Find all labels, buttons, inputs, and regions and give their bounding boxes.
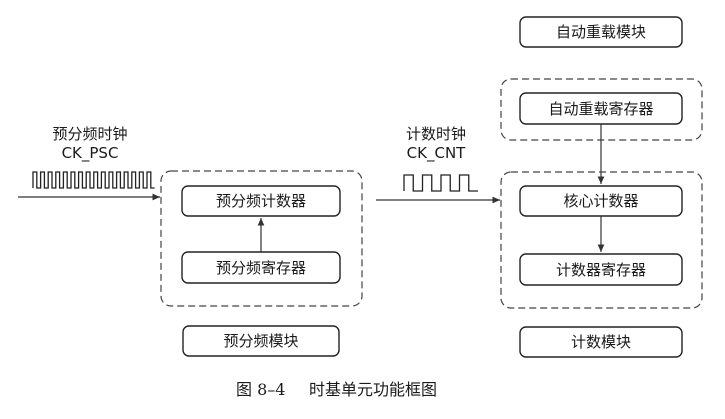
prescaler-counter-label: 预分频计数器: [216, 192, 306, 210]
counter-clock-name: 计数时钟: [406, 125, 466, 143]
auto-reload-register-label: 自动重载寄存器: [548, 100, 653, 118]
figure-number: 图 8–4: [236, 380, 285, 399]
prescaler-module-label: 预分频模块: [223, 332, 298, 350]
prescaler-register-label: 预分频寄存器: [216, 259, 306, 277]
figure-title: 时基单元功能框图: [309, 380, 437, 399]
prescaler-module-box: [182, 325, 340, 357]
counter-clock-waveform: [403, 174, 478, 192]
counter-register-box: [519, 253, 683, 286]
counter-clock-code: CK_CNT: [407, 144, 467, 163]
counter-module-box: [519, 326, 683, 358]
auto-reload-module-box: [519, 16, 683, 48]
prescaler-clock-name: 预分频时钟: [52, 125, 127, 143]
counter-dashed-group: [500, 171, 703, 309]
auto-reload-module-label: 自动重载模块: [556, 23, 646, 41]
prescaler-clock-code: CK_PSC: [62, 144, 119, 163]
counter-module-label: 计数模块: [571, 333, 631, 351]
counter-register-label: 计数器寄存器: [556, 261, 646, 279]
prescaler-counter-box: [181, 185, 341, 217]
prescaler-register-box: [181, 251, 341, 284]
core-counter-label: 核心计数器: [563, 192, 638, 210]
prescaler-clock-waveform: [32, 171, 155, 189]
prescaler-dashed-group: [160, 170, 363, 307]
